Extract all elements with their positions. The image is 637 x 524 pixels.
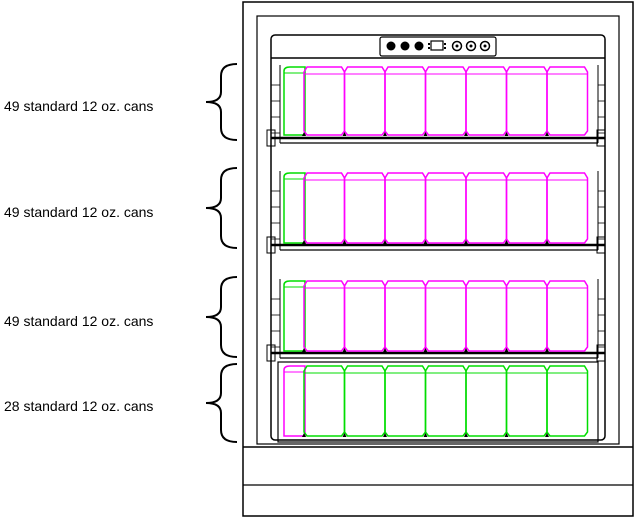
can-foot-row-2-6 bbox=[504, 240, 509, 244]
side-can-row-2 bbox=[283, 172, 306, 244]
side-can-row-1 bbox=[283, 66, 306, 136]
row-1-capacity-label: 49 standard 12 oz. cans bbox=[4, 98, 154, 114]
brace-row-4 bbox=[205, 363, 238, 443]
can-row-2-2 bbox=[343, 172, 386, 244]
can-row-4-3 bbox=[384, 365, 427, 437]
can-row-3-3 bbox=[384, 280, 427, 352]
can-foot-row-4-3 bbox=[383, 433, 387, 437]
can-foot-row-3-5 bbox=[464, 348, 468, 352]
shelf-bracket-right-1 bbox=[596, 129, 606, 147]
can-foot-row-1-2 bbox=[342, 132, 347, 136]
can-foot-row-4-5 bbox=[464, 433, 468, 437]
can-foot-row-4-2 bbox=[342, 433, 347, 437]
can-foot-row-2-3 bbox=[383, 240, 387, 244]
can-foot-row-3-4 bbox=[423, 348, 428, 352]
can-foot-row-2-1 bbox=[302, 240, 306, 244]
power-button[interactable] bbox=[386, 41, 396, 51]
can-rows bbox=[205, 63, 606, 443]
brace-row-2 bbox=[205, 167, 238, 249]
interior-liner bbox=[270, 34, 606, 441]
door-frame bbox=[256, 15, 620, 445]
can-foot-row-3-7 bbox=[545, 348, 549, 352]
can-foot-row-3-2 bbox=[342, 348, 347, 352]
row-3-capacity-label: 49 standard 12 oz. cans bbox=[4, 313, 154, 329]
can-row-1-7 bbox=[546, 66, 589, 136]
shelf-bracket-left-2 bbox=[266, 236, 276, 254]
can-row-1-3 bbox=[384, 66, 427, 136]
can-foot-row-4-6 bbox=[504, 433, 509, 437]
can-row-2-7 bbox=[546, 172, 589, 244]
can-row-2-1 bbox=[303, 172, 346, 244]
can-row-4-1 bbox=[303, 365, 346, 437]
can-row-4-6 bbox=[505, 365, 548, 437]
can-foot-row-4-1 bbox=[302, 433, 306, 437]
can-row-2-3 bbox=[384, 172, 427, 244]
can-foot-row-3-3 bbox=[383, 348, 387, 352]
can-foot-row-3-6 bbox=[504, 348, 509, 352]
can-row-3-6 bbox=[505, 280, 548, 352]
bottom-bin bbox=[277, 361, 599, 443]
can-row-2-5 bbox=[465, 172, 508, 244]
can-row-1-1 bbox=[303, 66, 346, 136]
mode-button[interactable] bbox=[414, 41, 424, 51]
brace-row-3 bbox=[205, 276, 238, 358]
brace-row-1 bbox=[205, 63, 238, 141]
can-row-3-7 bbox=[546, 280, 589, 352]
can-row-4-5 bbox=[465, 365, 508, 437]
can-row-3-1 bbox=[303, 280, 346, 352]
shelf-bracket-left-1 bbox=[266, 129, 276, 147]
side-can-row-4 bbox=[283, 365, 306, 437]
can-row-3-4 bbox=[424, 280, 467, 352]
can-foot-row-1-5 bbox=[464, 132, 468, 136]
can-foot-row-1-6 bbox=[504, 132, 509, 136]
shelf-bracket-right-2 bbox=[596, 236, 606, 254]
can-foot-row-1-4 bbox=[423, 132, 428, 136]
can-foot-row-2-4 bbox=[423, 240, 428, 244]
can-row-1-5 bbox=[465, 66, 508, 136]
shelf-bracket-right-3 bbox=[596, 344, 606, 362]
can-foot-row-1-1 bbox=[302, 132, 306, 136]
display-icon bbox=[428, 40, 446, 51]
can-row-4-7 bbox=[546, 365, 589, 437]
can-row-4-4 bbox=[424, 365, 467, 437]
shelf-bracket-left-3 bbox=[266, 344, 276, 362]
cabinet-outline bbox=[242, 1, 634, 517]
row-4-capacity-label: 28 standard 12 oz. cans bbox=[4, 398, 154, 414]
light-button[interactable] bbox=[400, 41, 410, 51]
can-row-1-6 bbox=[505, 66, 548, 136]
can-foot-row-1-3 bbox=[383, 132, 387, 136]
can-row-3-5 bbox=[465, 280, 508, 352]
can-foot-row-2-5 bbox=[464, 240, 468, 244]
can-foot-row-2-2 bbox=[342, 240, 347, 244]
row-2-capacity-label: 49 standard 12 oz. cans bbox=[4, 204, 154, 220]
can-foot-row-3-1 bbox=[302, 348, 306, 352]
can-row-4-2 bbox=[343, 365, 386, 437]
can-row-1-4 bbox=[424, 66, 467, 136]
control-panel bbox=[379, 36, 497, 57]
can-foot-row-2-7 bbox=[545, 240, 549, 244]
can-foot-row-1-7 bbox=[545, 132, 549, 136]
can-foot-row-4-4 bbox=[423, 433, 428, 437]
can-row-3-2 bbox=[343, 280, 386, 352]
can-row-2-4 bbox=[424, 172, 467, 244]
side-can-row-3 bbox=[283, 280, 306, 352]
can-row-1-2 bbox=[343, 66, 386, 136]
can-row-2-6 bbox=[505, 172, 548, 244]
can-foot-row-4-7 bbox=[545, 433, 549, 437]
